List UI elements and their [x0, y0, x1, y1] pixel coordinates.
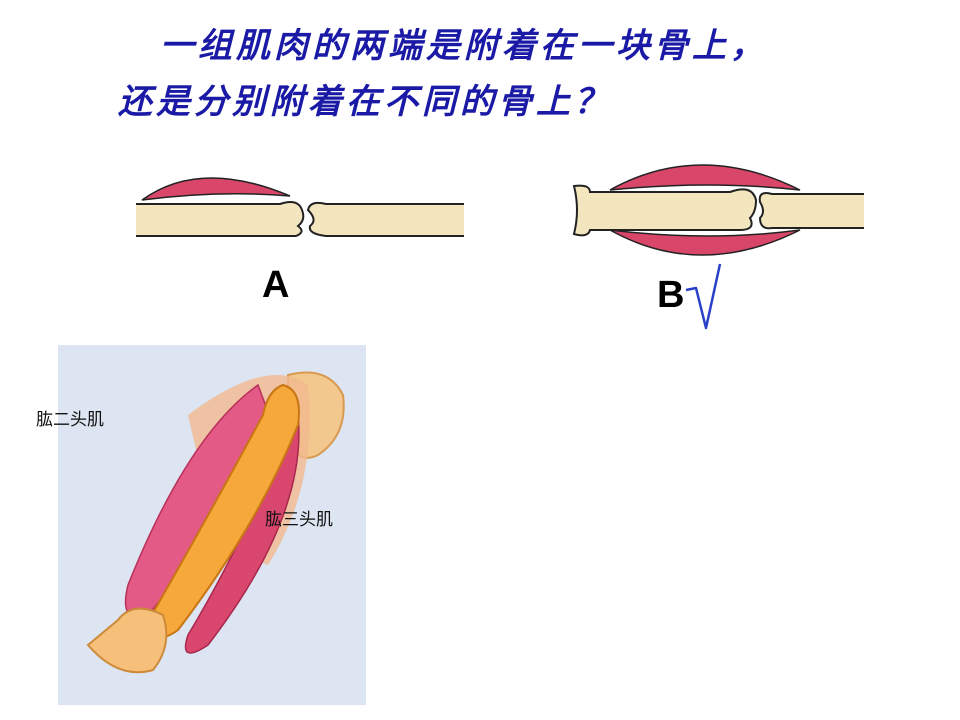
muscle-b-bottom [609, 229, 801, 256]
diagram-a-label: A [262, 264, 290, 306]
arm-muscle-illustration [86, 371, 345, 674]
bone-b-left [572, 184, 758, 237]
bone-b-right [758, 192, 864, 230]
bone-a-right [306, 201, 464, 237]
biceps-label: 肱二头肌 [36, 410, 104, 430]
elbow-joint [86, 607, 168, 674]
diagram-a-single-bone [136, 177, 464, 237]
diagram-b-two-bones [572, 164, 864, 256]
question-title: 一组肌肉的两端是附着在一块骨上， 还是分别附着在不同的骨上？ [0, 0, 960, 130]
triceps-label: 肱三头肌 [265, 510, 333, 530]
arm-illustration-panel [58, 345, 366, 705]
question-line-2: 还是分别附着在不同的骨上？ [118, 82, 612, 122]
checkmark-icon [685, 263, 722, 330]
bone-a-left [136, 201, 305, 237]
muscle-a [141, 177, 291, 201]
question-line-1: 一组肌肉的两端是附着在一块骨上， [160, 26, 768, 66]
muscle-b-top [609, 164, 801, 191]
diagram-b-label: B [657, 274, 685, 316]
